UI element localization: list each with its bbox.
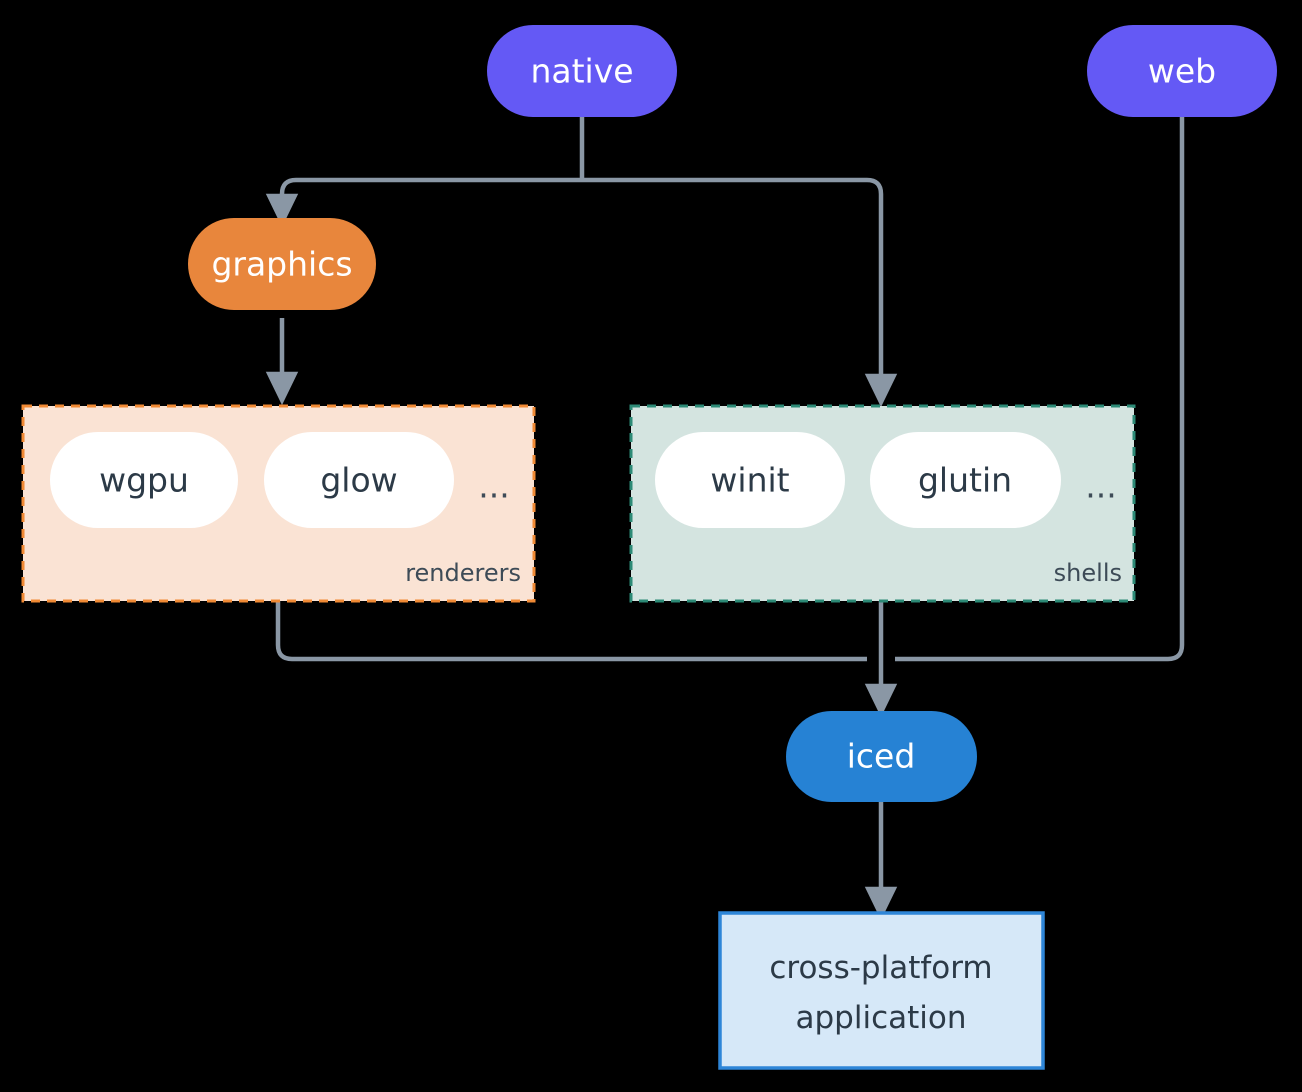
group-shells: winit glutin ... shells (629, 404, 1136, 603)
node-graphics[interactable]: graphics (188, 218, 376, 310)
renderer-label-glow: glow (320, 461, 397, 500)
list-item[interactable]: glutin (870, 432, 1061, 528)
node-web-shape[interactable] (1087, 25, 1277, 117)
renderer-pill-glow[interactable] (264, 432, 454, 528)
renderer-label-wgpu: wgpu (99, 461, 189, 500)
node-web[interactable]: web (1087, 25, 1277, 117)
node-iced-shape[interactable] (786, 711, 977, 802)
node-application[interactable]: cross-platform application (718, 911, 1045, 1070)
connector-layer (265, 117, 1185, 921)
list-item[interactable]: glow (264, 432, 454, 528)
node-graphics-label: graphics (211, 245, 352, 284)
shells-overflow-ellipsis: ... (1085, 467, 1116, 506)
shell-label-glutin: glutin (918, 461, 1012, 500)
node-native[interactable]: native (487, 25, 677, 117)
group-renderers: wgpu glow ... renderers (21, 404, 536, 603)
node-iced[interactable]: iced (786, 711, 977, 802)
renderer-pill-wgpu[interactable] (50, 432, 238, 528)
renderers-overflow-ellipsis: ... (478, 467, 509, 506)
shell-label-winit: winit (710, 461, 789, 500)
node-application-label-line1: cross-platform (769, 950, 992, 986)
node-graphics-shape[interactable] (188, 218, 376, 310)
node-web-label: web (1148, 52, 1216, 91)
shell-pill-glutin[interactable] (870, 432, 1061, 528)
group-caption-shells: shells (1054, 559, 1122, 587)
node-application-shape[interactable] (718, 911, 1045, 1070)
edge-native-to-graphics (265, 177, 582, 228)
list-item[interactable]: winit (655, 432, 845, 528)
shell-pill-winit[interactable] (655, 432, 845, 528)
edge-renderers-to-iced (275, 601, 867, 662)
node-native-label: native (530, 52, 633, 91)
node-application-label-line2: application (796, 1000, 967, 1036)
edge-web-to-iced (895, 117, 1185, 662)
list-item[interactable]: wgpu (50, 432, 238, 528)
group-caption-renderers: renderers (405, 559, 521, 587)
edge-native-to-shells (582, 177, 898, 408)
node-iced-label: iced (847, 737, 916, 776)
node-native-shape[interactable] (487, 25, 677, 117)
